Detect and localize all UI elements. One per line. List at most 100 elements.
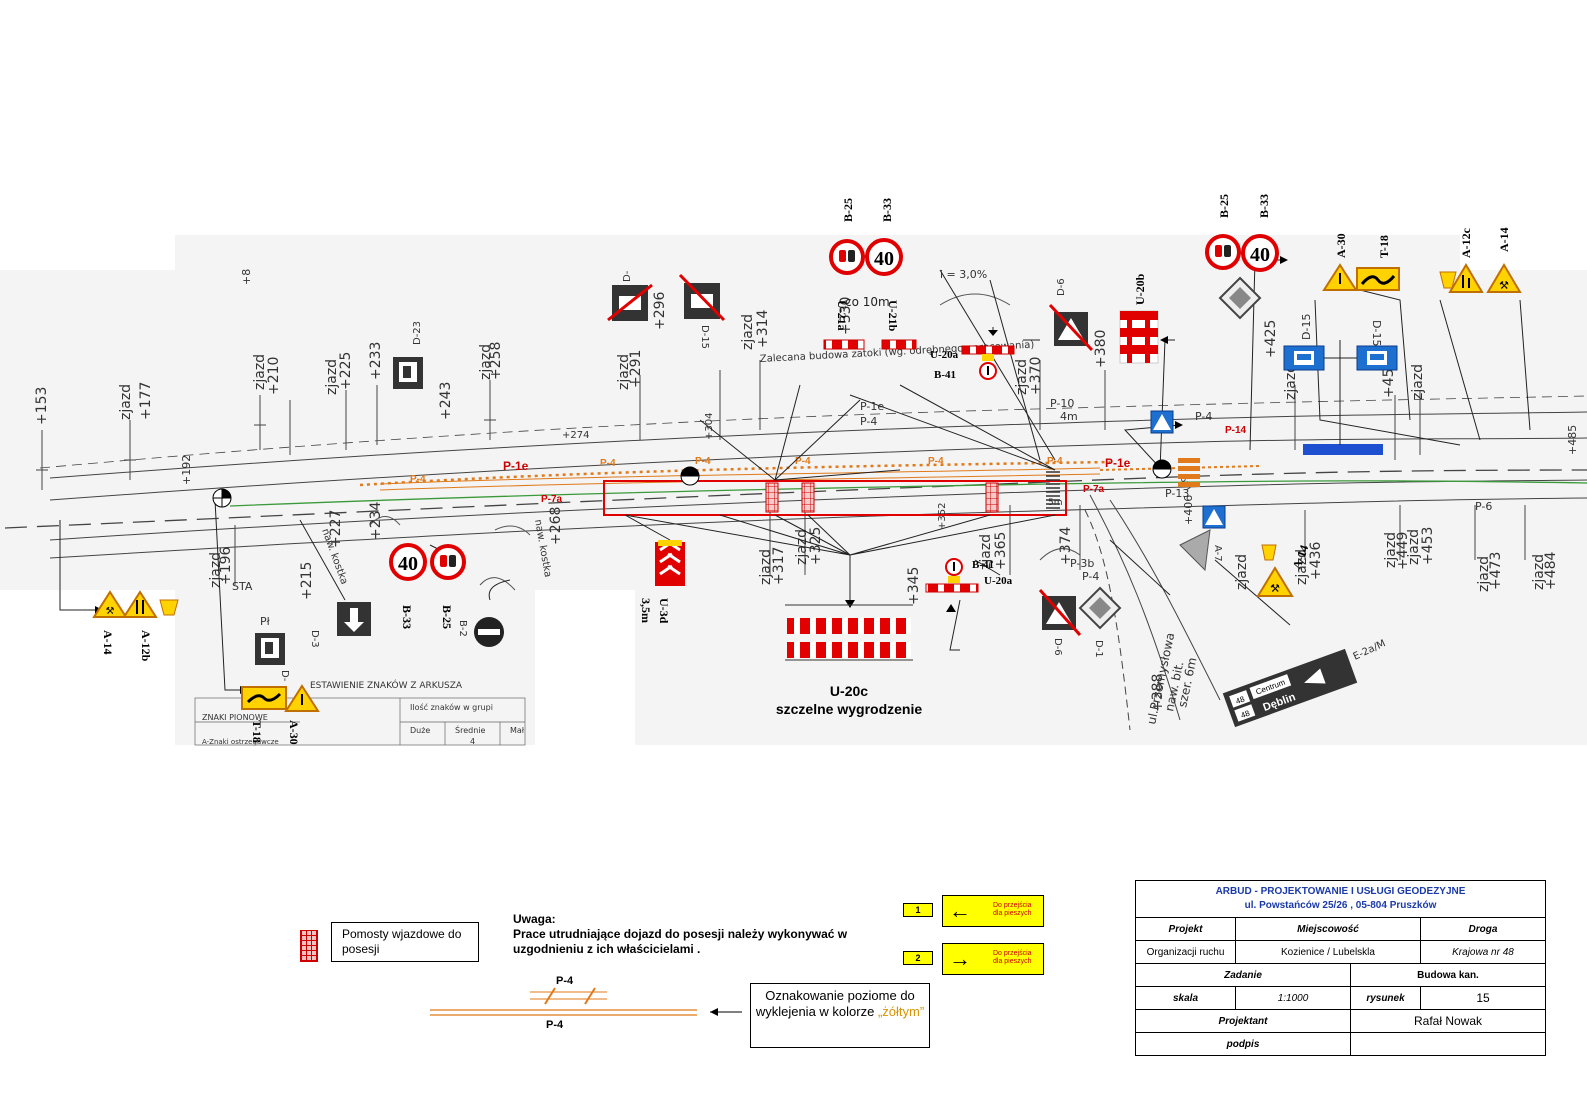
station-45: +45: [1381, 368, 1397, 398]
station-210: +210: [266, 357, 282, 395]
b25-sign-top: [829, 239, 865, 275]
projektant-header: Projektant: [1135, 1009, 1351, 1033]
label-p13: P-13: [1165, 487, 1189, 500]
label-p1e-hand: P-1e: [860, 400, 884, 413]
u21a-label: U-21a: [835, 300, 849, 331]
sheet-srednie: Średnie: [455, 724, 485, 735]
u21a-sign: [823, 339, 865, 350]
zjazd-label: zjazd: [1234, 554, 1250, 590]
speed-limit-value: 40: [874, 248, 894, 270]
speed-limit-value: 40: [1250, 244, 1270, 266]
station-234: +234: [368, 501, 384, 540]
station-8: +8: [240, 269, 253, 285]
droga-value: Krajowa nr 48: [1420, 940, 1546, 964]
zjazd-label: zjazd: [978, 534, 994, 570]
station-304: +304: [704, 413, 715, 440]
a12b-label: A-12b: [139, 630, 153, 662]
station-258: +258: [488, 342, 504, 380]
a14-sign-left: ⚒: [92, 590, 128, 618]
u20b-label: U-20b: [1133, 273, 1147, 305]
b2-label: B-2: [457, 620, 468, 637]
a30-label-left: A-30: [287, 720, 301, 745]
crossing-sign-right: → Do przejścia dla pieszych: [942, 943, 1044, 975]
u20c-fence: [785, 604, 913, 661]
zjazd-label: zjazd: [1410, 364, 1426, 400]
zjazd-label: zjazd: [1476, 556, 1492, 592]
label-p4c: P-4: [860, 415, 877, 428]
d6-sign-crossed-bottom: [1038, 589, 1082, 636]
zadanie-header: Zadanie: [1135, 963, 1351, 987]
zjazd-label: zjazd: [1294, 549, 1310, 585]
projekt-value: Organizacji ruchu: [1135, 940, 1236, 964]
crossing-badge-2: 2: [903, 951, 933, 965]
d3-label: D-3: [309, 630, 320, 648]
marking-legend-box: Oznakowanie poziome do wyklejenia w kolo…: [750, 983, 930, 1048]
marking-p4-1: P-4: [410, 474, 426, 485]
arrow-right-icon: →: [949, 946, 971, 971]
platform-legend-icon: [300, 930, 318, 962]
work-zone: [603, 480, 1067, 516]
a7-label: A-7: [1212, 545, 1223, 562]
d6-crossing-sign-2: [1202, 505, 1226, 529]
station-325: +325: [808, 527, 824, 565]
zadanie-value: Budowa kan.: [1350, 963, 1546, 987]
station-225: +225: [338, 352, 354, 390]
u3d-sign: [655, 540, 685, 586]
zjazd-label: zjazd: [1383, 532, 1399, 568]
station-291: +291: [628, 350, 644, 388]
a30-sign-left: [284, 684, 320, 712]
station-374: +374: [1058, 526, 1074, 565]
arrow-left-icon: ←: [949, 898, 971, 923]
station-153: +153: [34, 387, 50, 425]
rysunek-value: 15: [1420, 986, 1546, 1010]
label-co10m: co 10m: [845, 295, 890, 309]
a14-sign-lower-right: ⚒: [1256, 566, 1294, 597]
station-268: +268: [548, 507, 564, 545]
sheet-4: 4: [470, 737, 475, 746]
station-485: +485: [1566, 425, 1579, 455]
sheet-title: ESTAWIENIE ZNAKÓW Z ARKUSZA: [310, 679, 463, 691]
b41-label-top: B-41: [934, 369, 956, 381]
podpis-header: podpis: [1135, 1032, 1351, 1056]
a14-label-left: A-14: [101, 630, 115, 655]
station-ticks: [36, 360, 1526, 585]
title-block: ARBUD - PROJEKTOWANIE I USŁUGI GEODEZYJN…: [1135, 880, 1546, 1056]
d15-sign-crossed: [607, 283, 653, 322]
platform-legend-text: Pomosty wjazdowe do posesji: [342, 927, 462, 956]
station-484: +484: [1543, 551, 1559, 590]
d15-label-crossed: D-15: [699, 325, 710, 349]
a12c-label: A-12c: [1459, 227, 1473, 258]
d-label-bottom: D-: [279, 670, 290, 682]
label-p7a: P-7a: [541, 494, 563, 505]
company-name: ARBUD - PROJEKTOWANIE I USŁUGI GEODEZYJN…: [1215, 886, 1466, 897]
crossing-badge-1: 1: [903, 903, 933, 917]
crosswalk-orange: [1178, 458, 1200, 487]
station-449: +449: [1395, 532, 1411, 570]
u20c-description: szczelne wygrodzenie: [776, 701, 922, 717]
note-title: Uwaga:: [513, 912, 556, 926]
marking-p4-line: [359, 460, 1111, 487]
b25-label-right: B-25: [1217, 194, 1231, 218]
zjazd-label: zjazd: [324, 359, 340, 395]
b33-label: B-33: [880, 198, 894, 222]
b33-sign-right: 40: [1241, 234, 1279, 272]
d-label: D-: [622, 270, 633, 282]
b33-label-left: B-33: [400, 605, 414, 629]
company-address: ul. Powstańców 25/26 , 05-804 Pruszków: [1244, 900, 1437, 911]
t18-label-left: T-18: [250, 720, 264, 743]
zjazd-label: zjazd: [1531, 554, 1547, 590]
station-317: +317: [771, 547, 787, 585]
station-453: +453: [1420, 527, 1436, 565]
access-platforms: [765, 482, 999, 513]
station-330: +330: [838, 297, 854, 335]
crossing-sign-text-2: Do przejścia dla pieszych: [993, 950, 1032, 965]
zjazd-label: zjazd: [208, 552, 224, 588]
d1-sign: [1078, 586, 1122, 630]
a14-label-right: A-14: [1497, 227, 1511, 252]
t18-label-right: T-18: [1377, 235, 1391, 258]
a12c-sign: [1448, 263, 1484, 293]
green-line: [229, 480, 1587, 507]
d6-sign-crossed: [1048, 303, 1094, 352]
zjazd-label: zjazd: [758, 549, 774, 585]
label-p14: P-14: [1225, 425, 1247, 436]
